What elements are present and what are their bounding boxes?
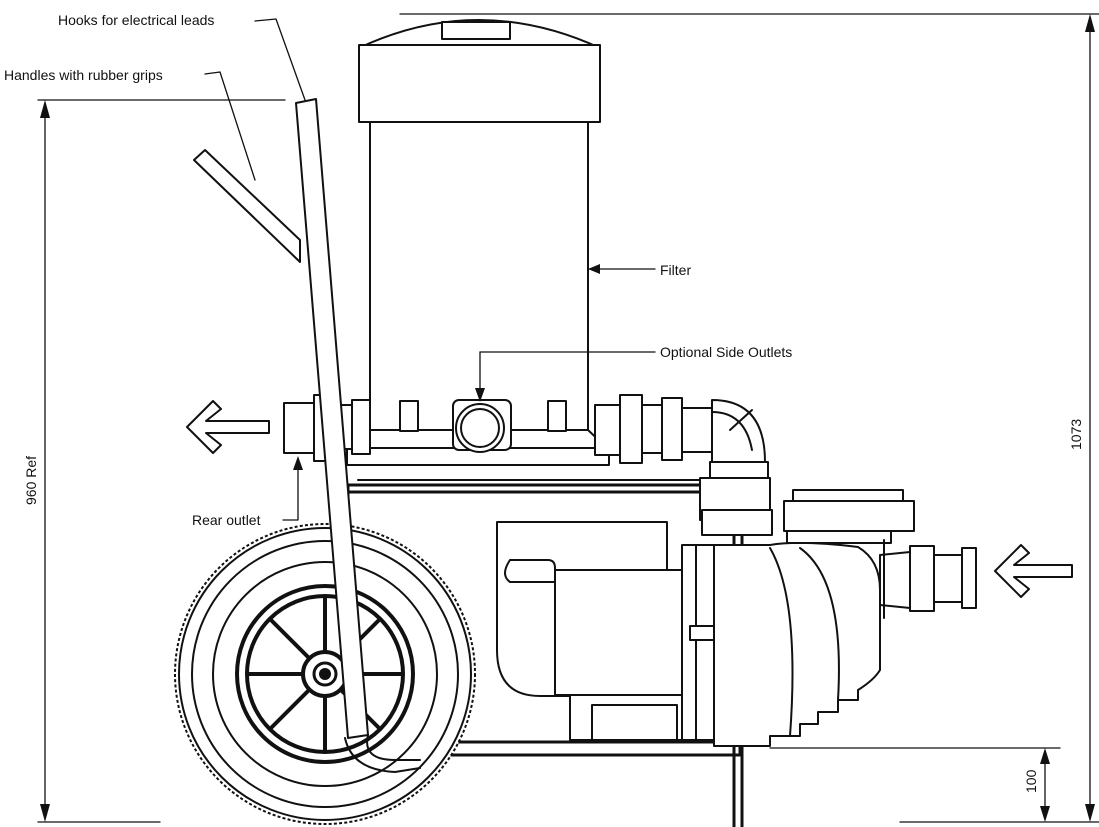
pump-housing [713, 489, 977, 747]
inlet-flow-arrow [994, 544, 1073, 598]
hooks-label: Hooks for electrical leads [58, 12, 214, 28]
outlet-flow-arrow [186, 400, 270, 454]
dimension-960 [37, 99, 286, 823]
handles-label: Handles with rubber grips [4, 67, 163, 83]
side-outlets-label: Optional Side Outlets [660, 344, 792, 360]
side-outlet [452, 399, 512, 453]
pump-motor [496, 521, 719, 741]
rear-outlet-label: Rear outlet [192, 512, 261, 528]
dimension-1073-label: 1073 [1068, 419, 1084, 450]
dimension-100-label: 100 [1023, 769, 1039, 793]
leader-lines [204, 18, 656, 521]
dimension-960-label: 960 Ref [23, 456, 39, 505]
filter-canister [346, 19, 610, 466]
dimension-1073 [399, 13, 1099, 823]
trolley-handle [193, 98, 421, 773]
pump-inlet-pipe [594, 394, 773, 536]
dimension-100 [769, 747, 1061, 822]
filter-label: Filter [660, 262, 691, 278]
wheel [174, 523, 476, 825]
